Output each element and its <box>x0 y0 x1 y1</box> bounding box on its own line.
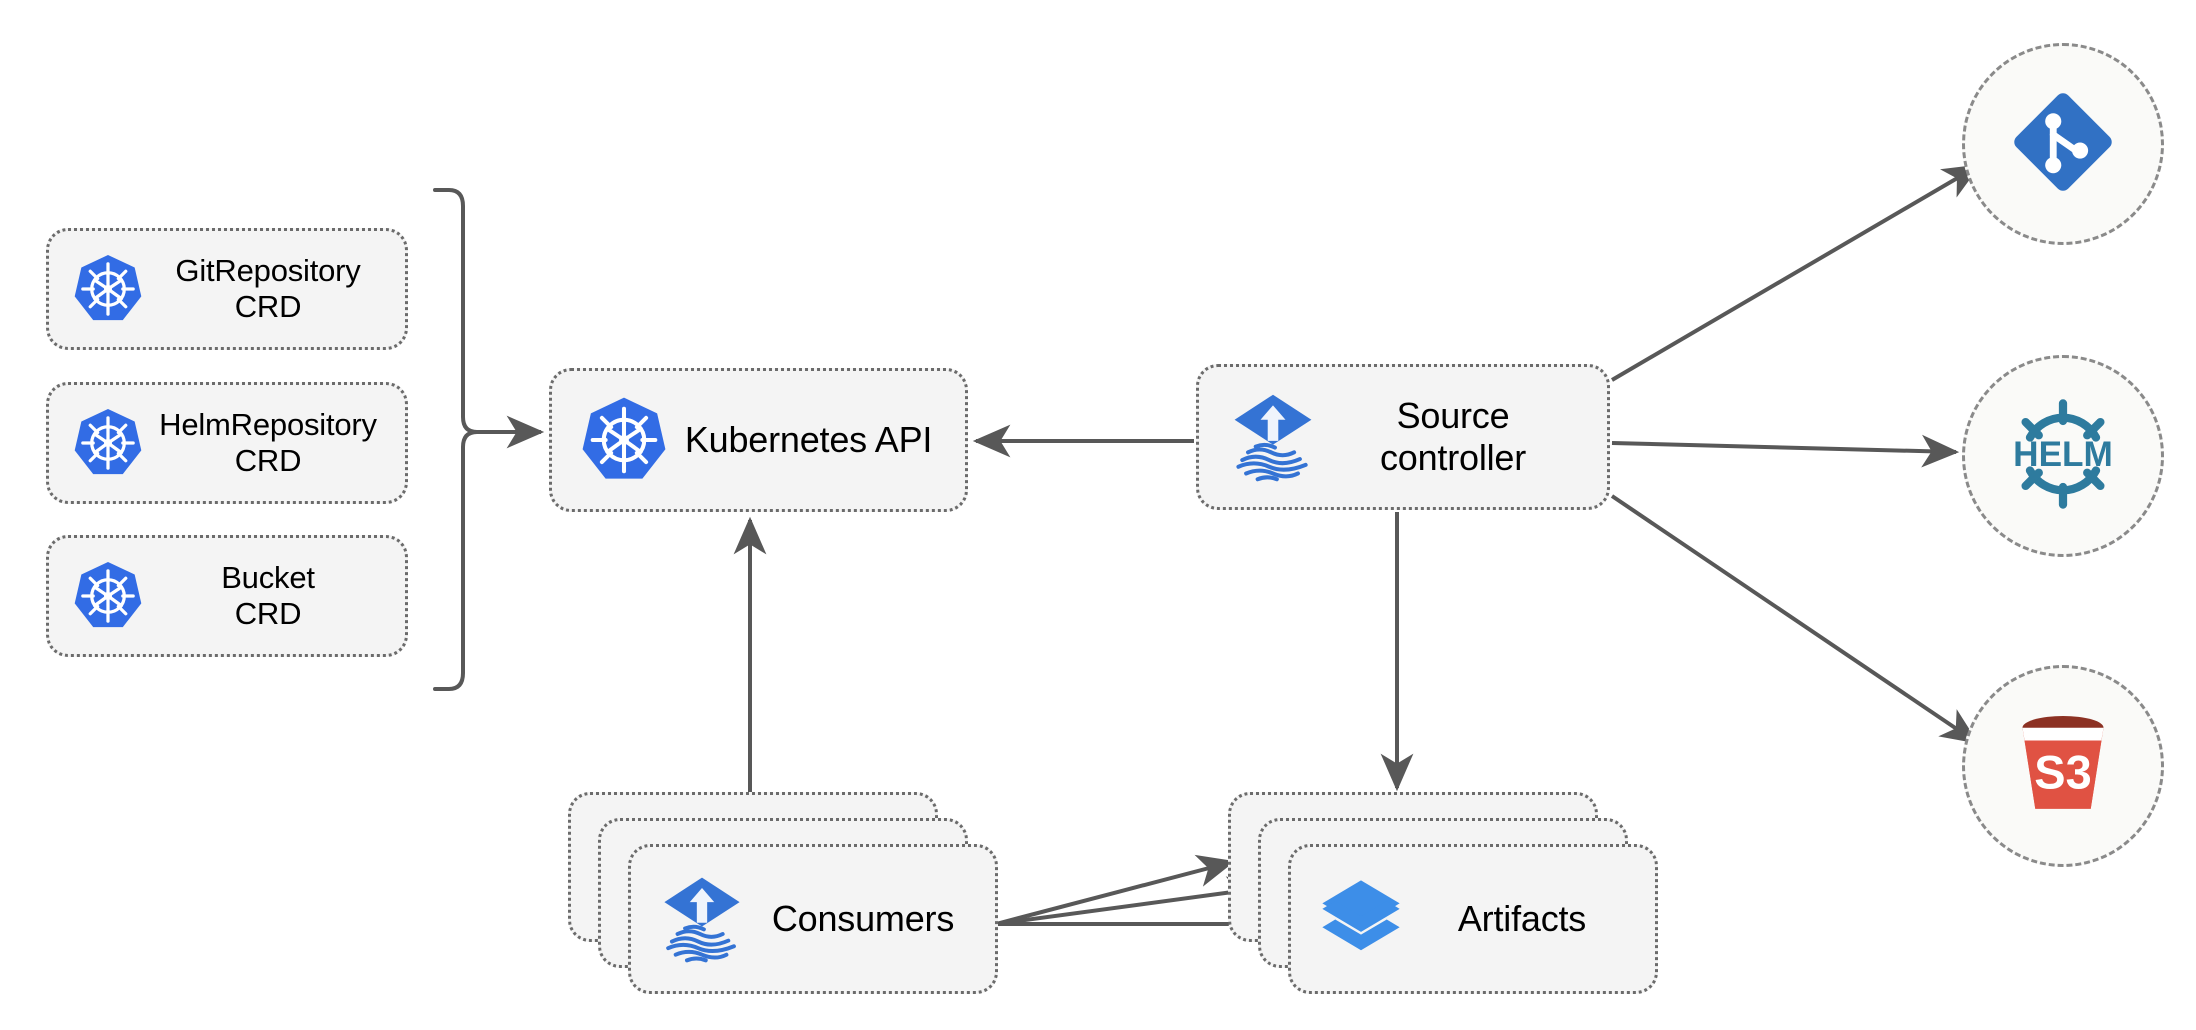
node-consumers-group[interactable]: Consumers <box>568 792 998 1002</box>
edge-consumers-to-artifacts-mid <box>995 876 1266 926</box>
node-helm-source[interactable]: HELM <box>1962 355 2164 557</box>
node-gitrepository-crd[interactable]: GitRepository CRD <box>46 228 408 350</box>
edge-source-controller-to-s3 <box>1610 494 1979 744</box>
consumers-card-front[interactable]: Consumers <box>628 844 998 994</box>
edge-source-controller-to-git <box>1610 164 1981 382</box>
node-helmrepository-crd[interactable]: HelmRepository CRD <box>46 382 408 504</box>
node-label: GitRepository CRD <box>175 253 361 324</box>
node-label: Bucket CRD <box>221 560 315 631</box>
crd-group-brace <box>433 188 479 691</box>
edge-source-controller-to-helm <box>1611 434 1960 468</box>
kubernetes-icon <box>71 252 145 326</box>
node-bucket-crd[interactable]: Bucket CRD <box>46 535 408 657</box>
kubernetes-icon <box>71 559 145 633</box>
node-label: Source controller <box>1379 395 1527 478</box>
node-label: HelmRepository CRD <box>159 407 377 478</box>
node-source-controller[interactable]: Source controller <box>1196 364 1610 510</box>
node-label: Artifacts <box>1457 898 1587 940</box>
helm-icon: HELM <box>1997 388 2129 525</box>
artifacts-card-front[interactable]: Artifacts <box>1288 844 1658 994</box>
helm-label: HELM <box>2013 435 2113 474</box>
layers-icon <box>1315 873 1407 965</box>
node-s3-source[interactable]: S3 <box>1962 665 2164 867</box>
kubernetes-icon <box>71 406 145 480</box>
node-kubernetes-api[interactable]: Kubernetes API <box>549 368 968 512</box>
git-icon <box>2002 81 2124 208</box>
node-label: Consumers <box>771 898 955 940</box>
edge-consumers-to-artifacts-back <box>995 854 1236 926</box>
kubernetes-icon <box>578 394 670 486</box>
node-artifacts-group[interactable]: Artifacts <box>1228 792 1658 1002</box>
flux-icon <box>655 872 749 966</box>
node-label: Kubernetes API <box>684 419 933 461</box>
s3-label: S3 <box>2034 746 2091 798</box>
s3-icon: S3 <box>1999 700 2127 833</box>
flux-icon <box>1225 389 1321 485</box>
node-git-source[interactable] <box>1962 43 2164 245</box>
